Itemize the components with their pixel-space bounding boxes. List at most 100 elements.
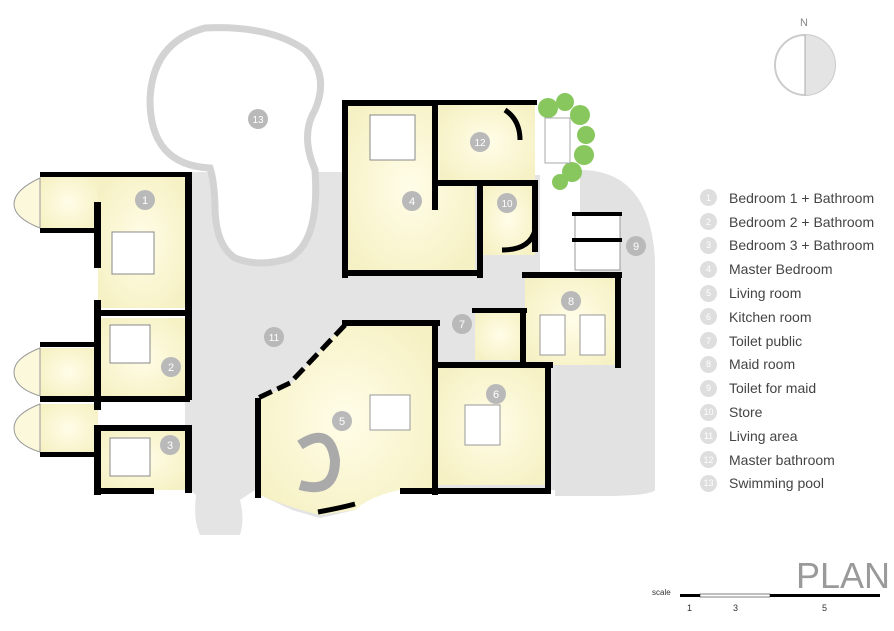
legend-item: 2 Bedroom 2 + Bathroom [700,210,890,234]
bedroom-2-bay [13,347,41,397]
bedroom-1-bay [13,177,41,229]
room-badge-6: 6 [486,384,506,404]
legend-number-badge: 5 [700,284,717,302]
toilet-public-area [475,310,525,360]
legend-number-badge: 7 [700,332,717,350]
legend-number-badge: 4 [700,260,717,278]
north-compass-icon [774,34,836,96]
legend-label: Bedroom 1 + Bathroom [729,189,875,206]
legend-label: Master Bedroom [729,261,833,278]
legend-label: Toilet for maid [729,380,817,397]
svg-text:12: 12 [474,138,486,149]
living-curve-wall [317,501,356,515]
legend-label: Master bathroom [729,451,835,468]
walls [40,100,622,498]
legend-label: Living area [729,427,798,444]
svg-text:1: 1 [142,195,148,207]
maid-toilet-area [574,214,621,271]
curved-sofa [297,432,341,493]
legend-item: 12 Master bathroom [700,448,890,472]
room-badge-2: 2 [161,357,181,377]
legend-label: Bedroom 3 + Bathroom [729,237,875,254]
room-badge-4: 4 [402,191,422,211]
svg-text:10: 10 [501,199,513,210]
room-badges: 1 2 3 4 5 6 7 8 9 10 11 12 13 [135,109,646,455]
plan-title: PLAN [796,555,891,596]
svg-text:13: 13 [252,115,264,126]
scale-label: scale [652,588,671,597]
svg-text:6: 6 [493,389,499,401]
legend-number-badge: 12 [700,451,717,469]
legend-label: Bedroom 2 + Bathroom [729,213,875,230]
bedroom-1-bed [111,231,155,275]
room-badge-7: 7 [452,314,472,334]
legend-label: Toilet public [729,332,803,349]
legend: 1 Bedroom 1 + Bathroom 2 Bedroom 2 + Bathro… [700,186,890,495]
svg-text:3: 3 [167,440,173,452]
svg-text:2: 2 [168,362,174,374]
legend-number-badge: 8 [700,355,717,373]
legend-item: 9 Toilet for maid [700,376,890,400]
scale-tick-3: 3 [733,603,739,613]
north-label: N [800,17,808,29]
svg-text:4: 4 [409,196,415,208]
legend-number-badge: 1 [700,189,717,207]
svg-text:7: 7 [459,319,465,331]
room-badge-12: 12 [470,132,490,152]
master-bed [369,114,416,161]
legend-number-badge: 2 [700,213,717,231]
room-badge-9: 9 [626,236,646,256]
legend-label: Swimming pool [729,475,824,492]
svg-text:5: 5 [339,416,345,428]
bedroom-3-bath [40,404,98,454]
living-diag-wall [256,323,347,401]
svg-text:8: 8 [568,296,574,308]
scale-tick-5: 5 [822,603,828,613]
bedroom-2-bed [109,324,151,364]
room-badge-3: 3 [160,435,180,455]
swimming-pool [146,24,325,267]
legend-number-badge: 11 [700,427,717,445]
bedroom-2-bath [40,348,98,396]
legend-item: 1 Bedroom 1 + Bathroom [700,186,890,210]
legend-number-badge: 9 [700,379,717,397]
legend-item: 4 Master Bedroom [700,257,890,281]
scale-bar [680,593,880,598]
room-badge-10: 10 [497,193,517,213]
legend-label: Store [729,404,763,421]
legend-number-badge: 10 [700,403,717,421]
legend-item: 10 Store [700,400,890,424]
legend-number-badge: 6 [700,308,717,326]
bedroom-1-bath [40,175,98,230]
room-badge-11: 11 [264,327,284,347]
legend-label: Living room [729,285,802,302]
bath-door-curve [503,107,523,141]
room-badge-5: 5 [332,411,352,431]
legend-item: 7 Toilet public [700,329,890,353]
legend-item: 11 Living area [700,424,890,448]
bedroom-3-bed [109,437,151,477]
room-badge-1: 1 [135,190,155,210]
legend-item: 8 Maid room [700,353,890,377]
svg-text:11: 11 [269,333,280,344]
legend-item: 3 Bedroom 3 + Bathroom [700,234,890,258]
legend-label: Maid room [729,356,796,373]
legend-number-badge: 3 [700,236,717,254]
maid-room-area [525,275,620,365]
maid-bed-2 [579,314,606,356]
garden-bath [544,117,571,164]
legend-item: 6 Kitchen room [700,305,890,329]
dining-table [369,394,411,431]
legend-item: 13 Swimming pool [700,472,890,496]
maid-bed-1 [539,314,566,356]
room-badge-8: 8 [561,291,581,311]
legend-label: Kitchen room [729,308,812,325]
store-curve-wall [501,229,538,253]
room-badge-13: 13 [248,109,268,129]
svg-text:9: 9 [633,241,639,253]
legend-number-badge: 13 [700,474,717,492]
legend-item: 5 Living room [700,281,890,305]
bedroom-3-bay [13,403,41,453]
scale-tick-1: 1 [687,603,693,613]
